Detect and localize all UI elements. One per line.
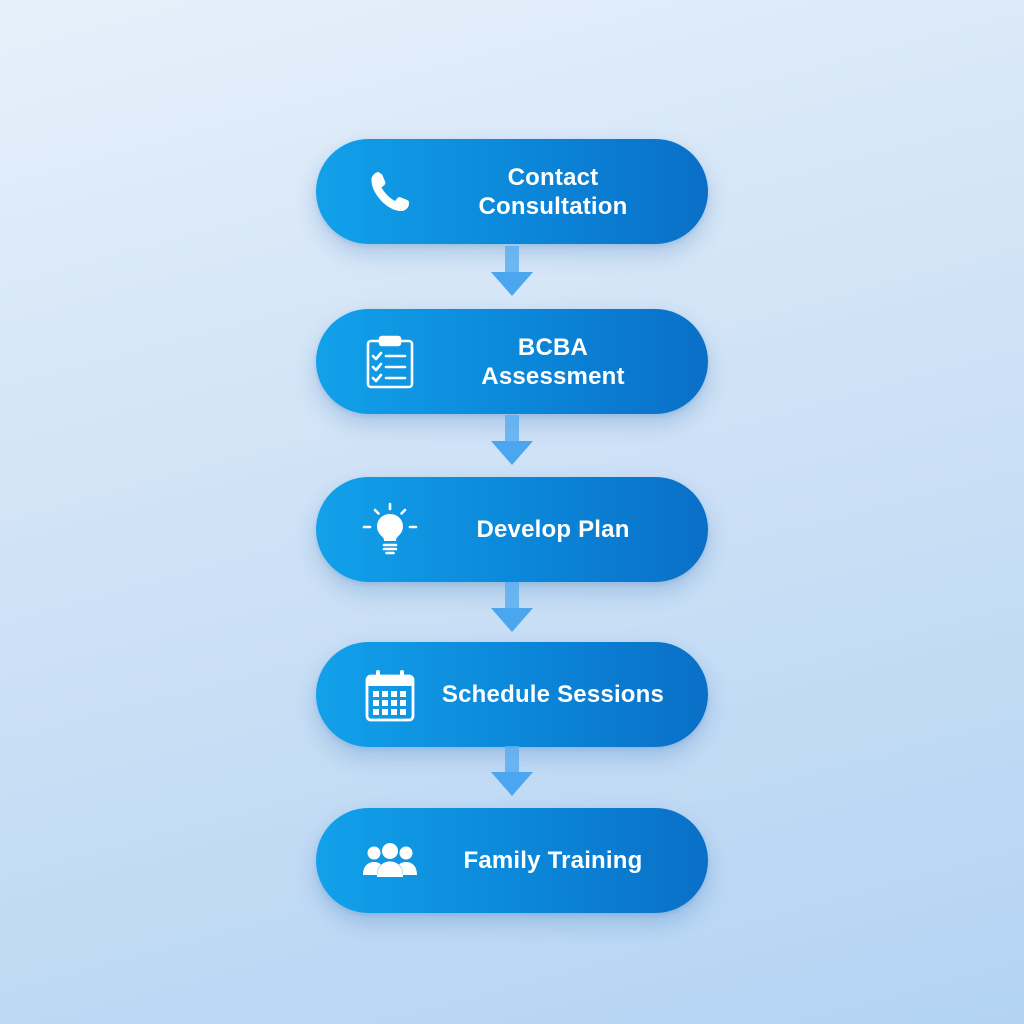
group-people-icon xyxy=(362,833,418,889)
phone-icon xyxy=(362,164,418,220)
down-arrow xyxy=(489,246,535,298)
step-schedule-sessions: Schedule Sessions xyxy=(316,642,708,747)
calendar-icon xyxy=(362,667,418,723)
step-label: Contact Consultation xyxy=(478,163,628,220)
step-label: Family Training xyxy=(463,847,643,874)
step-bcba-assessment: BCBA Assessment xyxy=(316,309,708,414)
clipboard-checklist-icon xyxy=(362,334,418,390)
down-arrow xyxy=(489,746,535,798)
step-label: BCBA Assessment xyxy=(481,333,625,390)
step-family-training: Family Training xyxy=(316,808,708,913)
step-label: Develop Plan xyxy=(476,516,630,543)
down-arrow xyxy=(489,582,535,634)
down-arrow xyxy=(489,415,535,467)
step-develop-plan: Develop Plan xyxy=(316,477,708,582)
step-label: Schedule Sessions xyxy=(441,681,665,708)
step-contact-consultation: Contact Consultation xyxy=(316,139,708,244)
lightbulb-icon xyxy=(362,502,418,558)
